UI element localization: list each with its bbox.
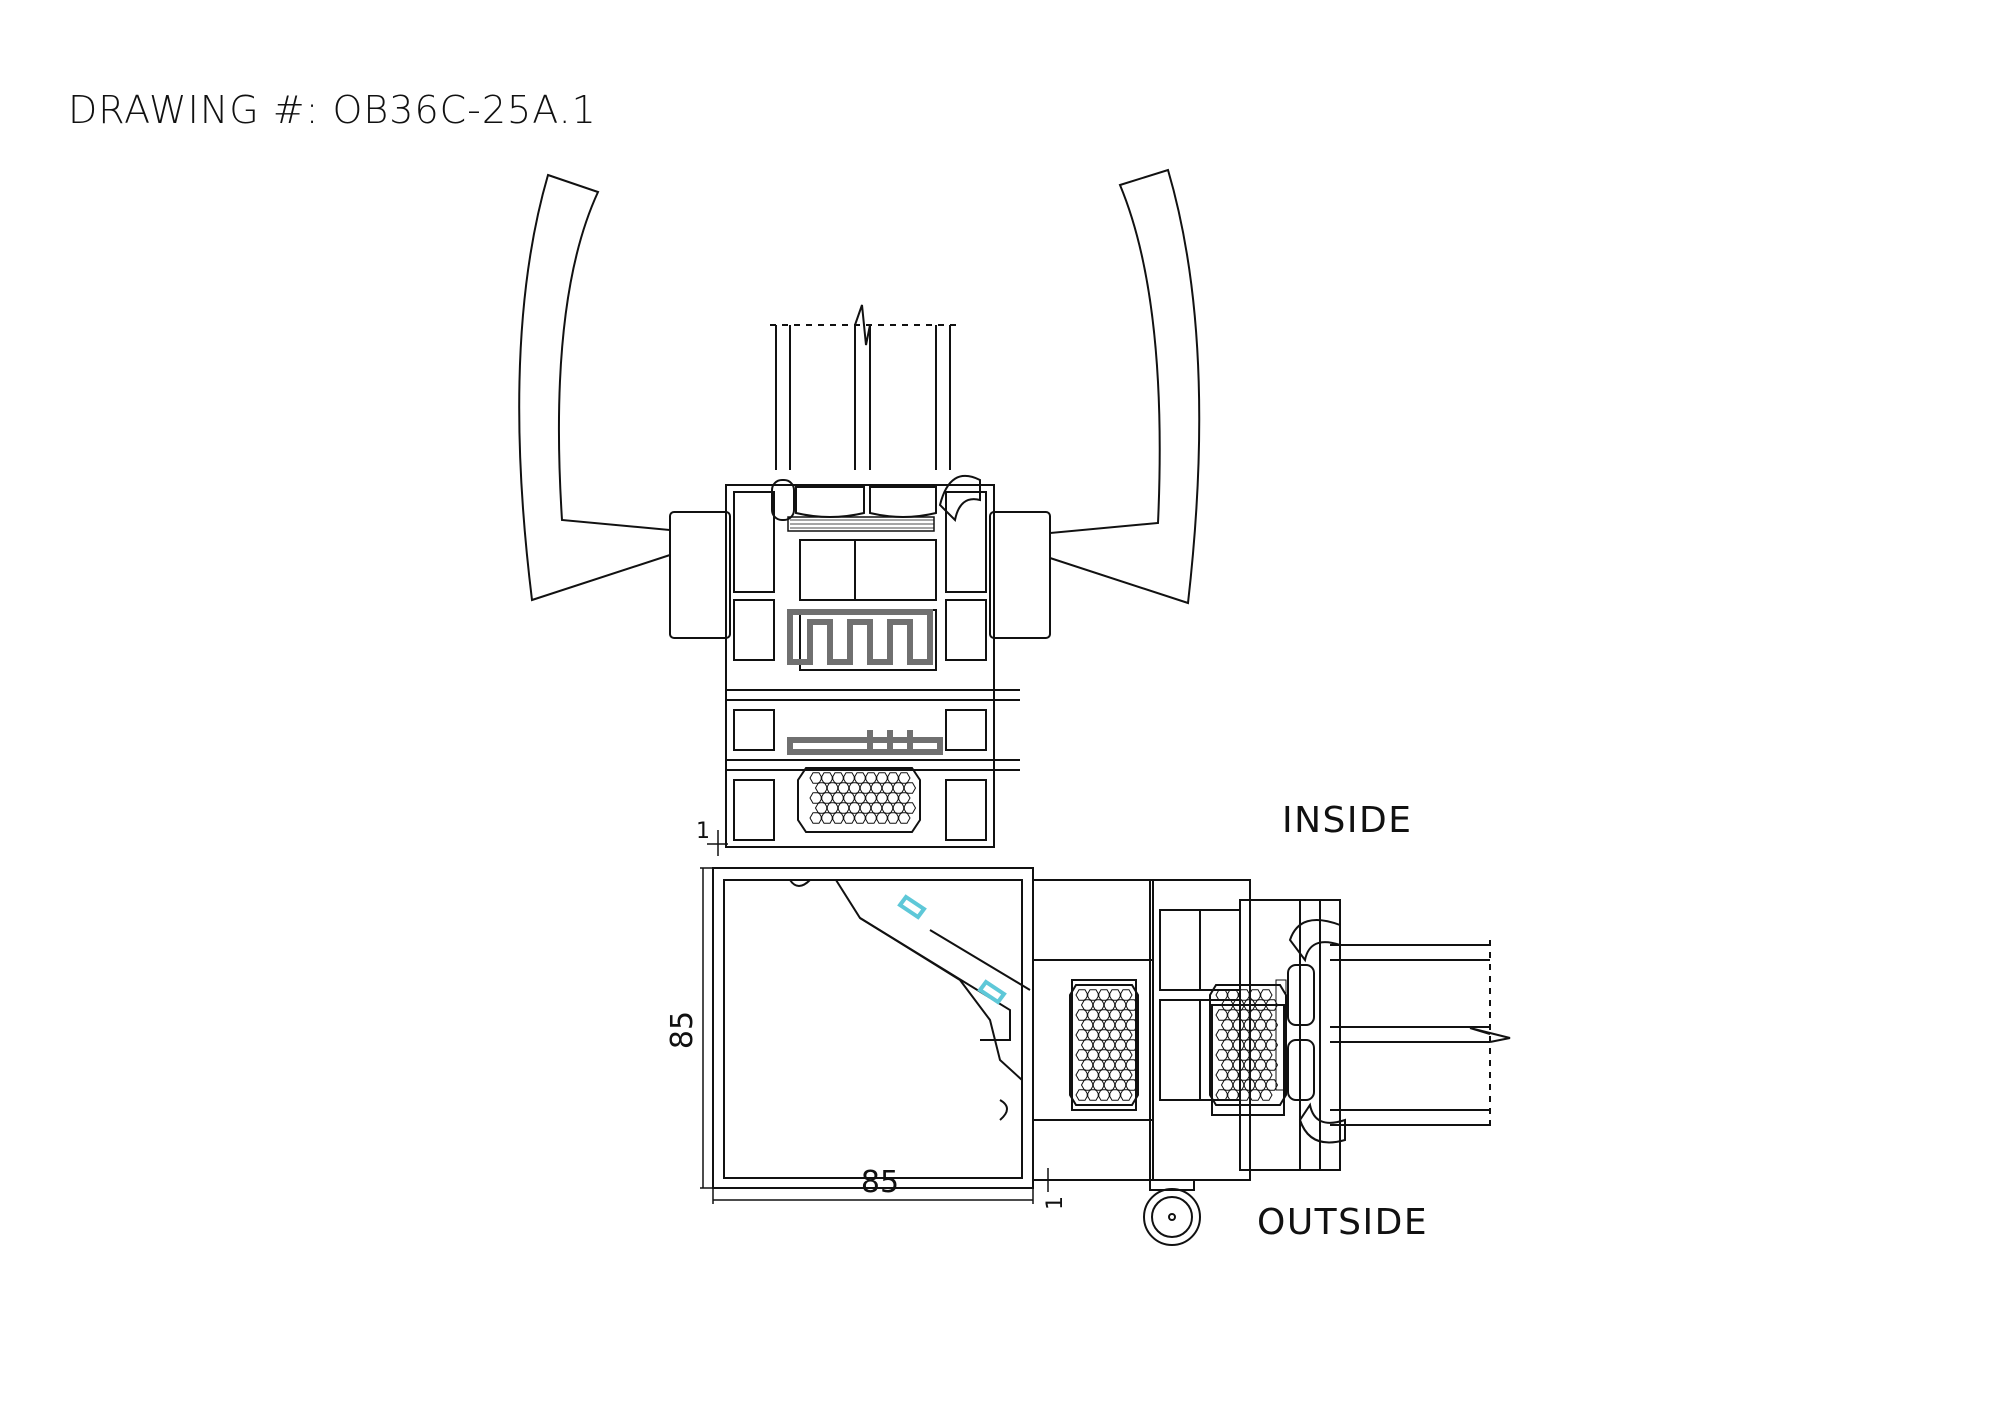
- dimension-gap-top: 1: [696, 819, 728, 856]
- outside-label: OUTSIDE: [1257, 1202, 1429, 1243]
- dim-gap-top-text: 1: [696, 819, 710, 844]
- dim-width-text: 85: [861, 1165, 899, 1200]
- corner-post-profile: [712, 867, 1034, 1189]
- insulation-upper: [797, 767, 921, 833]
- glass-top: [770, 304, 956, 470]
- insulation-right: [1069, 984, 1287, 1106]
- dimension-width: 85: [712, 1165, 1034, 1204]
- upper-frame-profile: [725, 475, 1020, 848]
- honeycomb-pattern: [1075, 989, 1139, 1101]
- cyan-gaskets: [897, 894, 1007, 1005]
- lock-roller: [1143, 1179, 1201, 1246]
- dim-height-text: 85: [665, 1011, 700, 1049]
- honeycomb-pattern: [1215, 989, 1279, 1101]
- thermal-break-upper: [787, 609, 943, 755]
- honeycomb-pattern: [809, 772, 917, 824]
- handle-drawing: [518, 168, 1201, 639]
- dim-gap-bottom-text: 1: [1043, 1196, 1068, 1210]
- inside-label: INSIDE: [1282, 800, 1413, 841]
- drawing-title: DRAWING #: OB36C-25A.1: [68, 88, 597, 132]
- dimension-height: 85: [665, 867, 713, 1189]
- dimension-gap-bottom: 1: [1038, 1168, 1068, 1210]
